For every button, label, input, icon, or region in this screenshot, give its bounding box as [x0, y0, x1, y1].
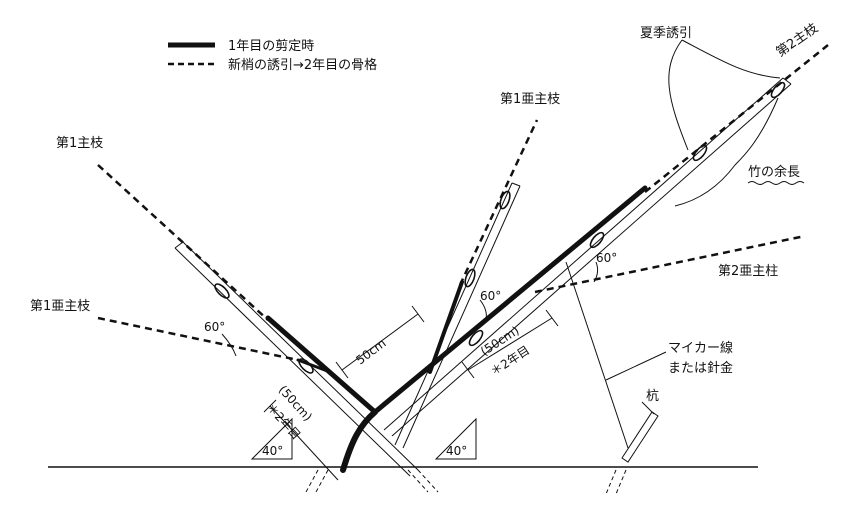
stake-leader	[641, 401, 655, 415]
label-length-50-top: 50cm	[353, 336, 388, 367]
tie	[464, 268, 476, 288]
label-wire-2: または針金	[668, 360, 733, 376]
text-labels: 第1主枝 第1亜主枝 第1亜主枝 第2主枝 夏季誘引 竹の余長 第2亜主柱 マイ…	[30, 21, 821, 458]
label-angle-60-right: 60°	[596, 251, 617, 265]
ties	[214, 81, 786, 374]
label-main-branch-2: 第2主枝	[774, 21, 821, 60]
label-sub-main-2: 第2亜主柱	[718, 264, 778, 279]
shoot-sub-1-left	[97, 316, 299, 362]
branch-right	[372, 185, 648, 415]
wire-and-stake	[565, 261, 667, 463]
tie	[499, 190, 511, 210]
legend: 1年目の剪定時 新梢の誘引→2年目の骨格	[168, 38, 377, 73]
summer-training-annotation	[668, 39, 781, 207]
angle-triangles	[250, 417, 477, 460]
branch-sub-center	[428, 280, 464, 374]
shoot-main-1	[97, 164, 269, 321]
label-bamboo-extra: 竹の余長	[748, 164, 800, 180]
new-shoots	[97, 44, 829, 362]
bamboo-extra-bracket	[674, 97, 779, 207]
wire-label-leader	[605, 351, 667, 381]
shoot-sub-2	[534, 234, 806, 294]
tie	[214, 283, 230, 299]
label-wire-1: マイカー線	[668, 340, 733, 356]
stake	[621, 411, 659, 463]
shoot-main-2	[644, 44, 829, 193]
wire-line	[565, 261, 629, 449]
label-main-branch-1: 第1主枝	[56, 136, 103, 151]
legend-solid-label: 1年目の剪定時	[228, 38, 314, 54]
tie	[468, 329, 484, 347]
label-angle-60-center: 60°	[480, 289, 501, 303]
trunk	[340, 409, 378, 473]
shoot-sub-1-center	[458, 119, 539, 286]
label-sub-main-1-center: 第1亜主枝	[500, 92, 560, 107]
triangle-left	[250, 417, 293, 460]
legend-dashed-label: 新梢の誘引→2年目の骨格	[228, 57, 377, 73]
branch-left	[265, 315, 378, 415]
label-angle-40-left: 40°	[262, 444, 283, 458]
angle-arcs	[221, 261, 599, 357]
label-angle-40-right: 40°	[446, 444, 467, 458]
label-sub-main-1-left: 第1亜主枝	[30, 299, 90, 314]
triangle-right	[434, 417, 477, 460]
label-stake: 杭	[646, 389, 659, 404]
underground-stubs	[305, 469, 627, 495]
tie	[589, 231, 605, 249]
first-year-branches	[265, 185, 648, 473]
label-angle-60-left: 60°	[204, 320, 225, 334]
tie	[770, 81, 786, 99]
bamboo-extra-wavy	[747, 181, 805, 185]
label-summer-training: 夏季誘引	[640, 26, 692, 41]
dimension-lines	[263, 305, 559, 481]
bamboo-poles	[174, 77, 792, 477]
branch-sub-left-stub	[296, 358, 332, 374]
